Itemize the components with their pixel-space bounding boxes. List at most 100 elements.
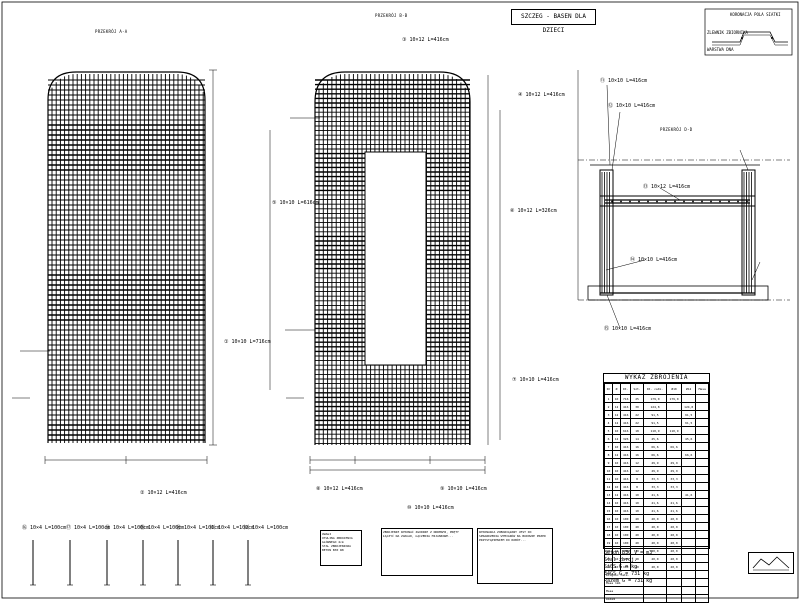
- rebar-schedule-cell: 416: [620, 402, 632, 411]
- rebar-schedule-cell: 40: [630, 522, 644, 531]
- rebar-schedule-cell: 416: [620, 474, 632, 483]
- rebar-schedule-footer-cell: [680, 578, 697, 587]
- rebar-schedule-cell: 1: [603, 394, 614, 403]
- callout-a-bottom: ② 10×12 L=416cm: [140, 490, 187, 496]
- rebar-schedule-cell: 10: [612, 530, 622, 539]
- rebar-schedule-cell: [695, 562, 709, 571]
- rebar-schedule-cell: 416: [620, 418, 632, 427]
- rebar-schedule-cell: 10: [612, 538, 622, 547]
- rebar-schedule-cell: 91,5: [680, 410, 697, 419]
- bottom-bar-shapes: [30, 540, 251, 586]
- rebar-schedule-cell: 100: [620, 514, 632, 523]
- rebar-schedule-cell: 40,0: [642, 530, 668, 539]
- rebar-schedule-cell: 4: [603, 418, 614, 427]
- rebar-schedule-cell: [666, 434, 682, 443]
- rebar-schedule-cell: 18: [630, 426, 644, 435]
- rebar-schedule-cell: 10: [612, 466, 622, 475]
- rebar-schedule-cell: 12: [630, 466, 644, 475]
- rebar-schedule-cell: 40,0: [666, 554, 682, 563]
- rebar-schedule-cell: 9: [603, 458, 614, 467]
- rebar-schedule-cell: 8: [630, 482, 644, 491]
- rebar-schedule-cell: 416: [620, 490, 632, 499]
- rebar-schedule-cell: 40,0: [666, 530, 682, 539]
- rebar-schedule-cell: [680, 482, 697, 491]
- rebar-schedule-header-cell: Ø: [612, 383, 622, 395]
- rebar-schedule-footer-row: Masa: [604, 586, 709, 595]
- dimension-lines: [12, 69, 501, 474]
- rebar-schedule-cell: 12: [612, 402, 622, 411]
- rebar-schedule-cell: 18: [603, 530, 614, 539]
- sheet-title: SZCZEG - BASEN DLA DZIECI: [511, 9, 596, 34]
- rebar-schedule-cell: [695, 474, 709, 483]
- rebar-schedule-cell: [695, 514, 709, 523]
- rebar-schedule-cell: 40,0: [642, 514, 668, 523]
- rebar-schedule-footer-cell: [695, 594, 709, 603]
- rebar-schedule-cell: 8: [630, 474, 644, 483]
- rebar-schedule-cell: [680, 554, 697, 563]
- cross-section-title: KORONACJA POLA SIATKI: [730, 12, 781, 17]
- rebar-schedule-cell: 11: [603, 474, 614, 483]
- rebar-schedule-header-cell: Nr: [603, 383, 614, 395]
- rebar-schedule-cell: [666, 410, 682, 419]
- rebar-schedule-cell: 41,6: [642, 490, 668, 499]
- rebar-schedule-cell: 22: [630, 410, 644, 419]
- rebar-schedule-cell: [680, 466, 697, 475]
- callout-a-main: ① 10×10 L=716cm: [224, 339, 271, 345]
- rebar-schedule-cell: 416: [620, 498, 632, 507]
- rebar-schedule-cell: 10: [612, 458, 622, 467]
- rebar-schedule-cell: [695, 498, 709, 507]
- rebar-schedule-cell: 22: [630, 418, 644, 427]
- notes-box: UWAGI OTULINA ZBROJENIA GLÓWNEGO 4cm STA…: [320, 530, 362, 566]
- section-b-mesh: [314, 71, 471, 445]
- rebar-schedule-cell: 716: [620, 394, 632, 403]
- note-2: ZBROJENIE WYKONAĆ ZGODNIE Z NORMAMI, PRĘ…: [381, 528, 473, 576]
- section-d-label: PRZEKRÓJ D-D: [660, 127, 693, 132]
- rebar-schedule-cell: [695, 394, 709, 403]
- rebar-schedule-cell: [695, 506, 709, 515]
- rebar-schedule-cell: 110,9: [666, 426, 682, 435]
- rebar-schedule-cell: 91,5: [642, 418, 668, 427]
- rebar-schedule-cell: 179,0: [642, 394, 668, 403]
- rebar-schedule-cell: 10: [630, 506, 644, 515]
- note-line-3: BETON B30 W8: [322, 548, 344, 552]
- callout-b-2: ④ 10×12 L=416cm: [518, 92, 565, 98]
- rebar-schedule-cell: 12: [612, 434, 622, 443]
- rebar-schedule-footer-cell: [642, 586, 668, 595]
- bottom-bar-5: ⑳ 10×4 L=100cm: [176, 525, 221, 531]
- rebar-schedule-cell: 25: [630, 394, 644, 403]
- rebar-schedule-cell: 40,0: [666, 522, 682, 531]
- rebar-schedule-cell: 3: [603, 410, 614, 419]
- rebar-schedule-cell: 10: [630, 490, 644, 499]
- note-line-1: OTULINA ZBROJENIA GLÓWNEGO 4cm: [322, 536, 353, 544]
- rebar-schedule-cell: 66,6: [642, 442, 668, 451]
- rebar-schedule-cell: 91,5: [680, 418, 697, 427]
- rebar-schedule-cell: 66,6: [642, 450, 668, 459]
- rebar-schedule-header-cell: Dł.: [620, 383, 632, 395]
- rebar-schedule-cell: 124,8: [680, 402, 697, 411]
- rebar-schedule-cell: 40,0: [666, 514, 682, 523]
- rebar-schedule-cell: 124,8: [642, 402, 668, 411]
- bottom-bar-6: ⑴ 10×4 L=100cm: [210, 525, 255, 531]
- rebar-schedule-cell: 49,9: [642, 466, 668, 475]
- rebar-schedule-cell: 30: [630, 402, 644, 411]
- rebar-schedule-cell: 10: [603, 466, 614, 475]
- rebar-schedule-cell: 40,0: [666, 538, 682, 547]
- rebar-schedule-cell: [666, 418, 682, 427]
- callout-d-1: ⑪ 10×10 L=416cm: [600, 78, 648, 84]
- rebar-schedule-cell: [680, 562, 697, 571]
- rebar-schedule-cell: 13: [603, 490, 614, 499]
- rebar-schedule-cell: [680, 514, 697, 523]
- rebar-schedule-cell: 16: [603, 514, 614, 523]
- rebar-schedule-cell: 16: [630, 442, 644, 451]
- bottom-bar-4: ⑲ 10×4 L=100cm: [140, 525, 185, 531]
- note-line-2: STAL ZBROJENIOWA: [322, 544, 351, 548]
- rebar-schedule-cell: 15: [603, 506, 614, 515]
- rebar-schedule-cell: [695, 466, 709, 475]
- rebar-schedule-cell: 49,9: [666, 458, 682, 467]
